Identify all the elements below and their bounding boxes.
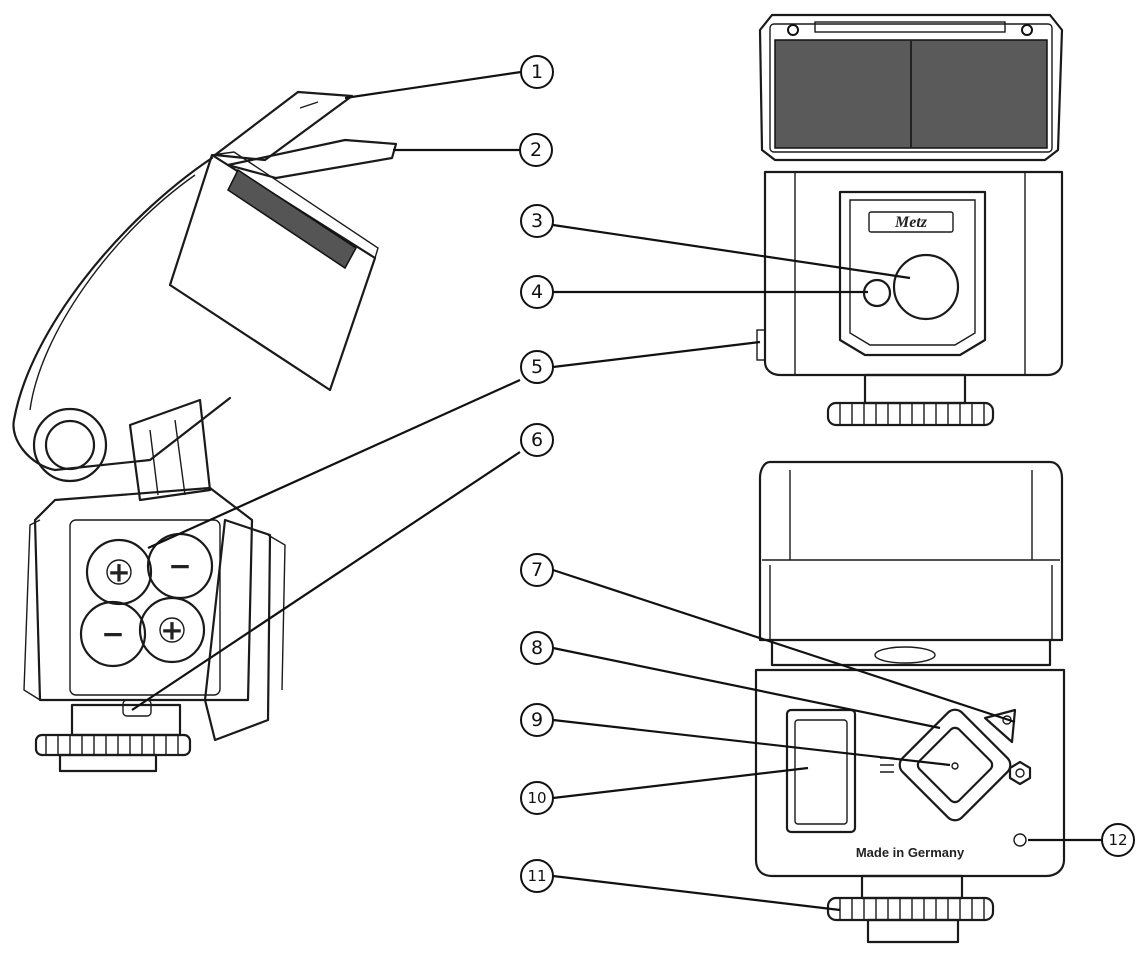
callout-2: 2 <box>519 133 553 167</box>
svg-text:12: 12 <box>1108 831 1127 849</box>
battery-window <box>785 708 857 834</box>
battery-minus-symbol-2: − <box>101 618 124 651</box>
tilt-arm <box>12 156 232 472</box>
callout-11: 11 <box>520 859 554 893</box>
auto-sensor <box>892 253 960 321</box>
wide-angle-panel <box>226 138 398 180</box>
ready-indicator <box>983 708 1017 744</box>
battery-plus-symbol-1: + <box>107 556 130 589</box>
leader-lines <box>131 70 1102 912</box>
callout-10: 10 <box>520 781 554 815</box>
front-flash-head <box>758 13 1064 162</box>
svg-text:8: 8 <box>531 637 543 659</box>
front-body <box>763 170 1064 377</box>
diffuser-card <box>213 90 354 162</box>
callout-5: 5 <box>520 350 554 384</box>
callout-9: 9 <box>520 703 554 737</box>
svg-text:10: 10 <box>527 789 546 807</box>
svg-text:11: 11 <box>527 867 546 885</box>
svg-text:3: 3 <box>531 210 543 232</box>
front-view: Metz <box>756 13 1064 427</box>
locking-wheel[interactable] <box>826 896 995 922</box>
gear-icon <box>1008 760 1032 786</box>
callout-8: 8 <box>520 631 554 665</box>
rear-flash-head <box>758 460 1064 642</box>
rear-body <box>754 668 1066 878</box>
callout-1: 1 <box>520 55 554 89</box>
svg-text:4: 4 <box>531 281 543 303</box>
svg-text:7: 7 <box>531 559 543 581</box>
battery-housing <box>33 486 254 702</box>
reflector-grille <box>227 168 357 270</box>
svg-text:9: 9 <box>531 709 543 731</box>
callout-4: 4 <box>520 275 554 309</box>
battery-door <box>203 518 272 742</box>
callout-12: 12 <box>1101 823 1135 857</box>
svg-text:5: 5 <box>531 356 543 378</box>
svg-text:6: 6 <box>531 429 543 451</box>
flash-head <box>168 153 377 392</box>
callout-6: 6 <box>520 423 554 457</box>
side-view-open-battery: + − − + <box>12 90 398 773</box>
battery-cells: + − − + <box>79 532 214 668</box>
callout-7: 7 <box>520 553 554 587</box>
callout-3: 3 <box>520 204 554 238</box>
control-pad[interactable] <box>896 706 1015 825</box>
front-panel <box>838 190 987 357</box>
battery-plus-symbol-2: + <box>160 614 183 647</box>
status-led <box>1013 833 1027 847</box>
made-in-label: Made in Germany <box>856 845 965 860</box>
brand-logo: Metz <box>894 214 928 231</box>
center-button[interactable] <box>915 725 994 804</box>
rear-view: Made in Germany <box>754 460 1066 944</box>
svg-text:2: 2 <box>530 139 542 161</box>
svg-text:1: 1 <box>531 61 543 83</box>
battery-minus-symbol-1: − <box>168 550 191 583</box>
